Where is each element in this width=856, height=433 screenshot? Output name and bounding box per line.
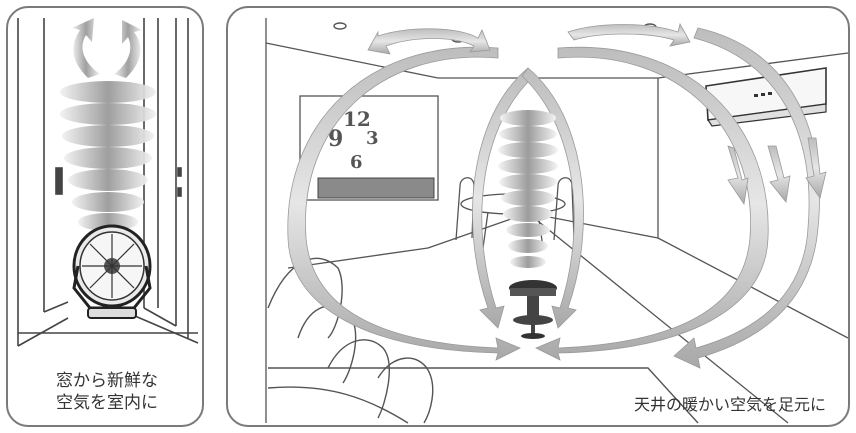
circulator-fan-icon — [72, 224, 152, 319]
caption-line-2: 空気を室内に — [56, 393, 158, 413]
window-caption: 窓から新鮮な 空気を室内に — [8, 370, 202, 414]
air-swirl-icon — [60, 18, 156, 231]
wall-shelf — [317, 177, 435, 199]
room-outline — [265, 18, 848, 424]
ceiling-air-caption: 天井の暖かい空気を足元に — [633, 395, 826, 414]
caption-line-1: 窓から新鮮な — [56, 371, 158, 391]
clock-12: 12 — [343, 107, 371, 131]
air-circulation-arrow-icon — [287, 22, 827, 369]
air-swirl-icon — [498, 110, 558, 268]
circulator-fan-icon — [509, 280, 557, 339]
clock-6: 6 — [350, 152, 363, 173]
room-circulation-panel: 12 9 3 6 — [226, 6, 850, 427]
room-scene: 12 9 3 6 — [265, 18, 848, 424]
clock-3: 3 — [366, 128, 379, 149]
wall-clock-icon: 12 9 3 6 — [328, 107, 379, 173]
window-scene — [17, 18, 199, 347]
window-ventilation-panel: 窓から新鮮な 空気を室内に — [6, 6, 204, 427]
clock-9: 9 — [328, 126, 343, 152]
